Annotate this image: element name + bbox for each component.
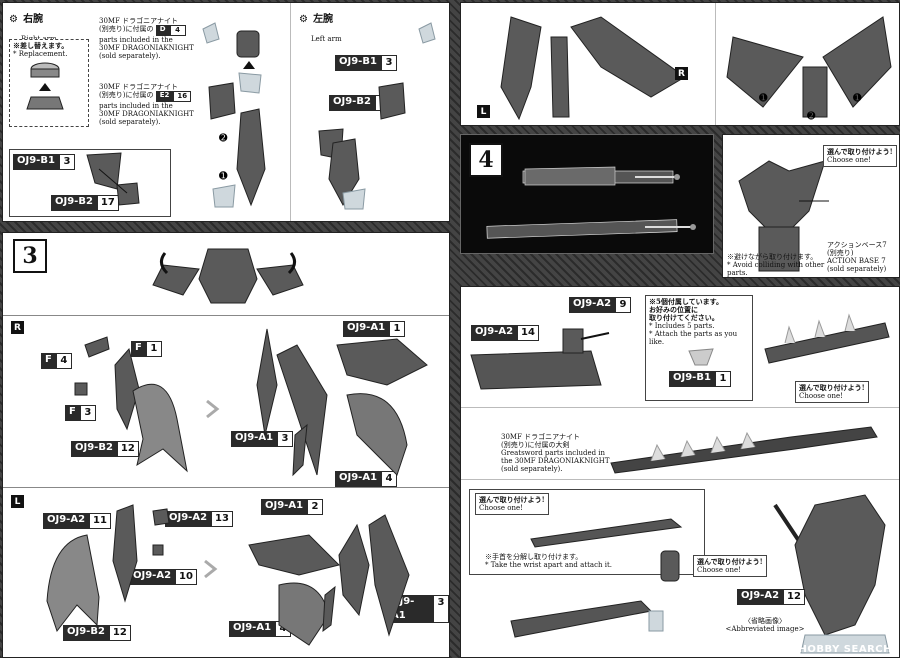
wing-attach-illustration (500, 16, 686, 121)
shoulder-part-illustration (86, 152, 140, 206)
side-marker-r: R (11, 321, 24, 334)
gear-icon: ⚙ (299, 14, 308, 25)
divider (461, 407, 899, 408)
divider (3, 487, 449, 488)
action-base-note: アクションベース7 (別売り) ACTION BASE 7 (sold sepa… (827, 241, 887, 273)
divider (461, 479, 899, 480)
left-arm-heading: ⚙ 左腕 Left arm (299, 14, 342, 43)
side-marker-l: L (11, 495, 24, 508)
dragoniaknight-greatsword-illustration (610, 426, 878, 474)
hand-sword-illustration (510, 600, 664, 638)
choose-box (469, 489, 705, 575)
divider (290, 3, 291, 221)
panel-display: 選んで取り付けよう! Choose one! ※避けながら取り付けます。 * A… (722, 134, 900, 278)
svg-text:➋: ➋ (807, 111, 816, 122)
swords-illustration (486, 166, 696, 239)
arrow-right-icon (206, 399, 220, 419)
avoid-note: ※避けながら取り付けます。 * Avoid colliding with oth… (727, 253, 825, 277)
panel-wings: R L ➊ ➊ ➋ (460, 2, 900, 126)
gear-icon: ⚙ (9, 14, 18, 25)
side-marker-r: R (675, 67, 688, 80)
wing-parts-l-illustration (46, 504, 170, 633)
greatsword-variant-illustration (530, 518, 683, 548)
back-wings-illustration: ➊ ➊ ➋ (726, 16, 892, 122)
step-number-3: 3 (13, 239, 47, 273)
choose-one-note: 選んで取り付けよう! Choose one! (795, 381, 869, 403)
svg-text:➊: ➊ (759, 93, 768, 104)
figure-with-sword-illustration (773, 494, 890, 654)
greatsword-spikes-illustration (764, 313, 890, 364)
svg-text:➊: ➊ (853, 93, 862, 104)
wrist-note: ※手首を分解し取り付けます。 * Take the wrist apart an… (485, 553, 613, 569)
torso-illustration (152, 248, 304, 304)
left-arm-illustration (318, 22, 436, 210)
divider (715, 3, 716, 125)
choose-one-note: 選んで取り付けよう! Choose one! (475, 493, 549, 515)
greatsword-parts-illustration (470, 328, 610, 390)
abbreviated-image-note: 〈省略画像〉 <Abbreviated image> (725, 617, 805, 633)
right-arm-illustration: ➋ ➊ (202, 22, 266, 208)
step-arrow-2: ➋ (219, 133, 228, 144)
wing-assembled-r-illustration (256, 328, 428, 477)
wing-assembled-l-illustration (248, 514, 410, 646)
step-number-4: 4 (469, 143, 503, 177)
side-marker-l: L (477, 105, 490, 118)
greatsword-note: 30MF ドラゴニアナイト (別売り)に付属の大剣 Greatsword par… (501, 433, 610, 473)
replacement-note: ※差し替えます。 * Replacement. (9, 39, 89, 127)
arrow-right-icon (204, 559, 218, 579)
panel-step4-dark: 4 (460, 134, 714, 254)
choose-one-note: 選んで取り付けよう! Choose one! (693, 555, 767, 577)
step-arrow-1: ➊ (219, 171, 228, 182)
includes-5-note: ※5個付属しています。 お好みの位置に 取り付けてください。 * Include… (645, 295, 753, 401)
choose-one-note: 選んで取り付けよう! Choose one! (823, 145, 897, 167)
divider (3, 315, 449, 316)
wing-parts-r-illustration (74, 336, 188, 473)
figure-on-base-illustration (738, 160, 829, 272)
panel-arms: ⚙ 右腕 Right arm ※差し替えます。 * Replacement. 3… (2, 2, 450, 222)
parts-box-right (9, 149, 171, 217)
hand-icon (660, 550, 680, 582)
replacement-illustration (26, 62, 64, 110)
blade-spike-icon (688, 348, 714, 366)
watermark: HOBBY SEARCH (798, 644, 892, 655)
